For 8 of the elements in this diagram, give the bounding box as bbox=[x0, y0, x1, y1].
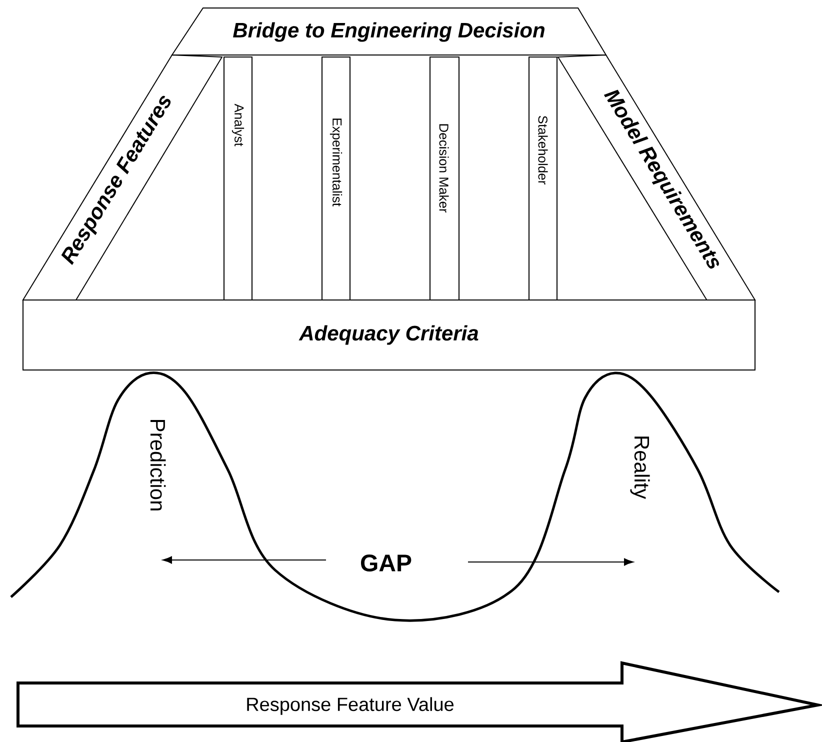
curve-label: Prediction bbox=[150, 420, 166, 510]
curve-label: Reality bbox=[630, 436, 650, 500]
pillar: Stakeholder bbox=[528, 56, 558, 300]
pillar: Analyst bbox=[224, 56, 252, 300]
base-beam: Adequacy Criteria bbox=[22, 300, 756, 370]
gap-label: GAP bbox=[361, 554, 412, 572]
pillar: Decision Maker bbox=[430, 56, 460, 300]
pillar: Experimentalist bbox=[322, 56, 350, 300]
